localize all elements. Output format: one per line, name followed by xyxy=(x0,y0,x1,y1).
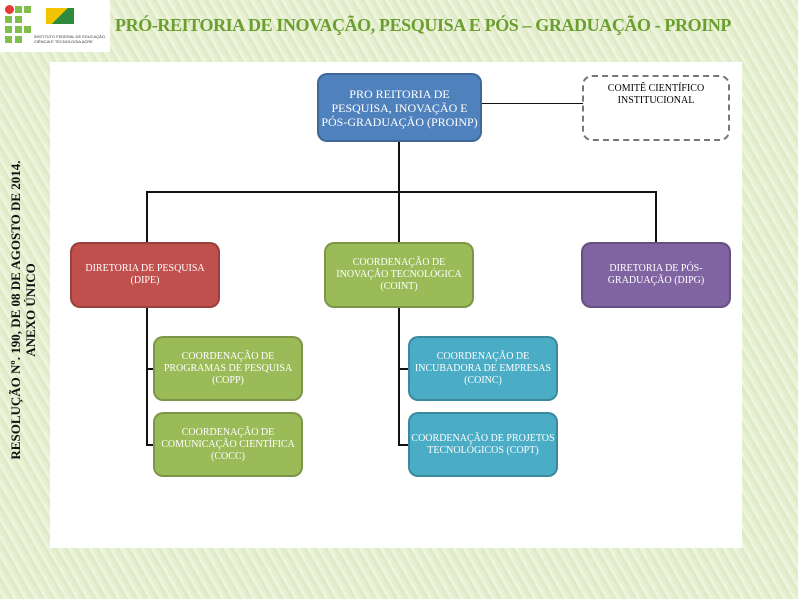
node-copp: COORDENAÇÃO DE PROGRAMAS DE PESQUISA (CO… xyxy=(153,336,303,401)
node-cocc: COORDENAÇÃO DE COMUNICAÇÃO CIENTÍFICA (C… xyxy=(153,412,303,477)
resolution-text: RESOLUÇÃO Nº. 190, DE 08 DE AGOSTO DE 20… xyxy=(8,160,38,460)
node-coint: COORDENAÇÃO DE INOVAÇÃO TECNOLÓGICA (COI… xyxy=(324,242,474,308)
node-dipg: DIRETORIA DE PÓS-GRADUAÇÃO (DIPG) xyxy=(581,242,731,308)
node-dipe: DIRETORIA DE PESQUISA (DIPE) xyxy=(70,242,220,308)
page-title: PRÓ-REITORIA DE INOVAÇÃO, PESQUISA E PÓS… xyxy=(115,15,732,35)
node-copt: COORDENAÇÃO DE PROJETOS TECNOLÓGICOS (CO… xyxy=(408,412,558,477)
node-committee: COMITÊ CIENTÍFICO INSTITUCIONAL xyxy=(582,75,730,141)
node-coinc: COORDENAÇÃO DE INCUBADORA DE EMPRESAS (C… xyxy=(408,336,558,401)
logo-text: INSTITUTO FEDERAL DE EDUCAÇÃO, CIÊNCIA E… xyxy=(34,34,107,44)
node-proinp: PRO REITORIA DE PESQUISA, INOVAÇÃO E PÓS… xyxy=(317,73,482,142)
institution-logo: INSTITUTO FEDERAL DE EDUCAÇÃO, CIÊNCIA E… xyxy=(0,0,110,52)
